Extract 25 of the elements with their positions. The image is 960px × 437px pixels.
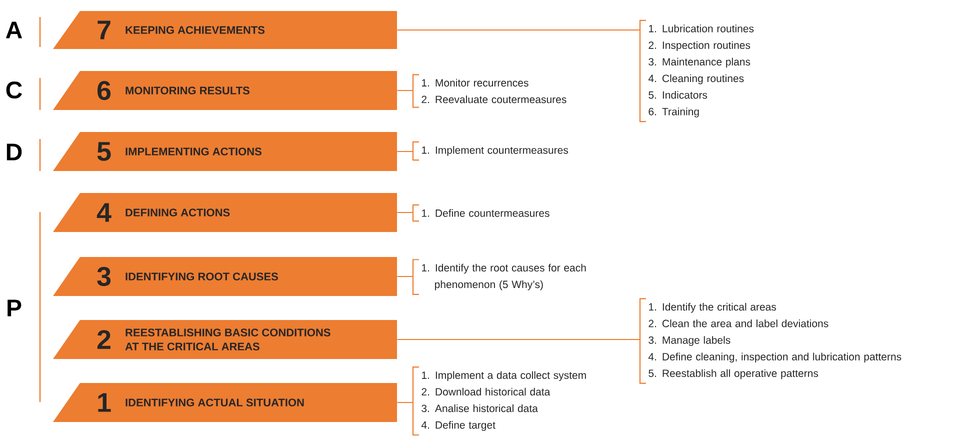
step-banner: 7 KEEPING ACHIEVEMENTS: [53, 11, 397, 49]
phase-letter: C: [6, 82, 22, 98]
step-banner: 2 REESTABLISHING BASIC CONDITIONS AT THE CRITICAL AREAS: [53, 320, 397, 359]
step-banner: 4 DEFINING ACTIONS: [53, 193, 397, 232]
step-banner: 3 IDENTIFYING ROOT CAUSES: [53, 257, 397, 296]
bracket-list: 1. Monitor recurrences 2. Reevaluate coutermeasures: [412, 74, 566, 108]
phase-letter: A: [6, 22, 22, 38]
connector-line: [397, 276, 413, 278]
step-banner: 1 IDENTIFYING ACTUAL SITUATION: [53, 383, 397, 422]
connector-line: [397, 90, 413, 92]
phase-letter: D: [6, 144, 22, 160]
bracket-list: 1. Implement a data collect system 2. Download historical data 3. Analise historical data 4. Define target: [412, 366, 586, 436]
connector-line: [397, 29, 640, 31]
step-banner: 5 IMPLEMENTING ACTIONS: [53, 132, 397, 171]
connector-line: [397, 150, 413, 152]
phase-letter: P: [8, 300, 22, 316]
bracket-list: 1. Lubrication routines 2. Inspection routines 3. Maintenance plans 4. Cleaning routines 5. Indicators 6. Training: [639, 20, 754, 122]
connector-line: [397, 402, 413, 404]
bracket-list: 1. Define countermeasures: [412, 204, 550, 222]
bracket-list: 1. Identify the critical areas 2. Clean the area and label deviations 3. Manage labels 4. Define cleaning, inspection and lubrication patterns 5. Reestablish all operative patterns: [639, 298, 902, 384]
bracket-list: 1. Identify the root causes for each phenomenon (5 Why’s): [412, 259, 586, 295]
connector-line: [397, 338, 640, 340]
bracket-list: 1. Implement countermeasures: [412, 141, 568, 161]
connector-line: [397, 212, 413, 214]
step-banner: 6 MONITORING RESULTS: [53, 71, 397, 110]
